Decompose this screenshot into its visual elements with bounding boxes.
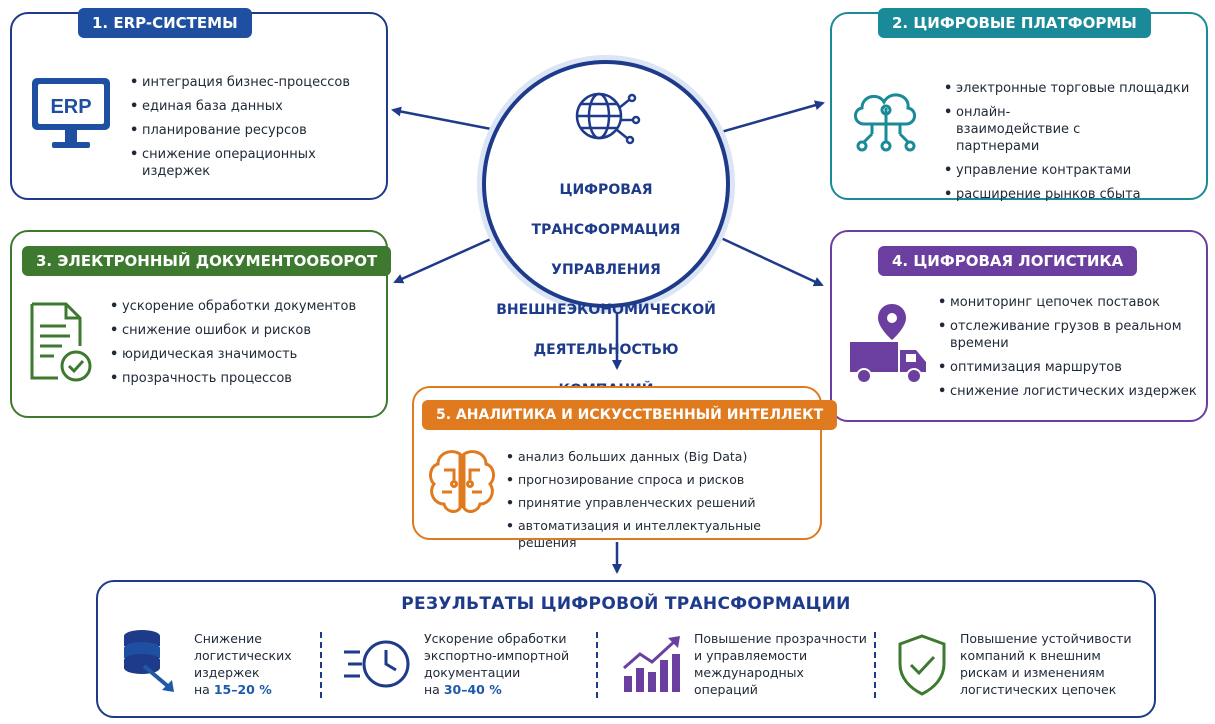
block-platforms: 2. ЦИФРОВЫЕ ПЛАТФОРМЫ электронные торгов… [830, 8, 1208, 203]
result-1-text: Снижение логистических издержек на 15–20… [194, 631, 292, 697]
platforms-item-4: расширение рынков сбыта [944, 186, 1204, 203]
database-down-icon [124, 630, 174, 692]
logistics-item-4: снижение логистических издержек [938, 383, 1206, 400]
result-3-text: Повышение прозрачности и управляемости м… [694, 631, 867, 697]
divider [874, 632, 876, 698]
shield-check-icon [898, 634, 946, 696]
block-erp-title: 1. ERP-СИСТЕМЫ [78, 8, 252, 38]
document-check-icon [30, 302, 92, 382]
central-concept-text: ЦИФРОВАЯ ТРАНСФОРМАЦИЯ УПРАВЛЕНИЯ ВНЕШНЕ… [486, 160, 726, 420]
svg-text:ERP: ERP [50, 96, 91, 118]
globe-network-icon [575, 92, 641, 145]
center-line-1: ЦИФРОВАЯ [559, 182, 653, 198]
erp-item-3: планирование ресурсов [130, 122, 380, 139]
erp-item-2: единая база данных [130, 98, 380, 115]
brain-circuit-icon [429, 450, 495, 513]
analytics-item-4: автоматизация и интеллектуальные решения [506, 517, 816, 551]
platforms-item-1: электронные торговые площадки [944, 80, 1204, 97]
results-title: РЕЗУЛЬТАТЫ ЦИФРОВОЙ ТРАНСФОРМАЦИИ [401, 594, 851, 614]
erp-item-4: снижение операционных издержек [130, 146, 352, 180]
results-panel: РЕЗУЛЬТАТЫ ЦИФРОВОЙ ТРАНСФОРМАЦИИ Снижен… [96, 580, 1156, 718]
center-line-3: УПРАВЛЕНИЯ [551, 262, 661, 278]
block-documents-title: 3. ЭЛЕКТРОННЫЙ ДОКУМЕНТООБОРОТ [22, 246, 392, 276]
result-2-text: Ускорение обработки экспортно-импортной … [424, 631, 570, 697]
divider [596, 632, 598, 698]
center-line-4: ВНЕШНЕЭКОНОМИЧЕСКОЙ [496, 302, 716, 318]
block-logistics-title: 4. ЦИФРОВАЯ ЛОГИСТИКА [878, 246, 1138, 276]
block-platforms-title: 2. ЦИФРОВЫЕ ПЛАТФОРМЫ [878, 8, 1151, 38]
documents-item-3: юридическая значимость [110, 346, 380, 363]
central-concept-circle: ЦИФРОВАЯ ТРАНСФОРМАЦИЯ УПРАВЛЕНИЯ ВНЕШНЕ… [482, 60, 730, 398]
platforms-item-2: онлайн-взаимодействие с партнерами [944, 104, 1116, 155]
block-erp: 1. ERP-СИСТЕМЫ ERP интеграция бизнес-про… [10, 8, 388, 200]
result-4-text: Повышение устойчивости компаний к внешни… [960, 631, 1132, 697]
block-documents: 3. ЭЛЕКТРОННЫЙ ДОКУМЕНТООБОРОТ ускорение… [10, 230, 392, 418]
clock-speed-icon [344, 640, 410, 688]
cloud-network-icon [854, 93, 916, 152]
block-analytics: 5. АНАЛИТИКА И ИСКУССТВЕННЫЙ ИНТЕЛЛЕКТ а… [412, 386, 838, 550]
analytics-item-2: прогнозирование спроса и рисков [506, 471, 816, 488]
growth-chart-icon [623, 636, 680, 692]
logistics-item-1: мониторинг цепочек поставок [938, 294, 1206, 311]
documents-item-1: ускорение обработки документов [110, 298, 380, 315]
documents-item-2: снижение ошибок и рисков [110, 322, 380, 339]
logistics-item-3: оптимизация маршрутов [938, 359, 1206, 376]
analytics-item-3: принятие управленческих решений [506, 494, 816, 511]
analytics-item-1: анализ больших данных (Big Data) [506, 448, 816, 465]
erp-item-1: интеграция бизнес-процессов [130, 74, 380, 91]
erp-monitor-icon: ERP [32, 78, 110, 148]
block-logistics: 4. ЦИФРОВАЯ ЛОГИСТИКА мониторинг цепочек… [830, 230, 1208, 422]
result-1-value: 15–20 % [213, 682, 272, 697]
center-line-5: ДЕЯТЕЛЬНОСТЬЮ [533, 342, 679, 358]
center-line-2: ТРАНСФОРМАЦИЯ [531, 222, 681, 238]
divider [320, 632, 322, 698]
platforms-item-3: управление контрактами [944, 162, 1204, 179]
documents-item-4: прозрачность процессов [110, 370, 380, 387]
logistics-item-2: отслеживание грузов в реальном времени [938, 318, 1200, 352]
result-2-value: 30–40 % [443, 682, 502, 697]
block-analytics-title: 5. АНАЛИТИКА И ИСКУССТВЕННЫЙ ИНТЕЛЛЕКТ [422, 400, 838, 430]
truck-location-icon [850, 304, 926, 384]
